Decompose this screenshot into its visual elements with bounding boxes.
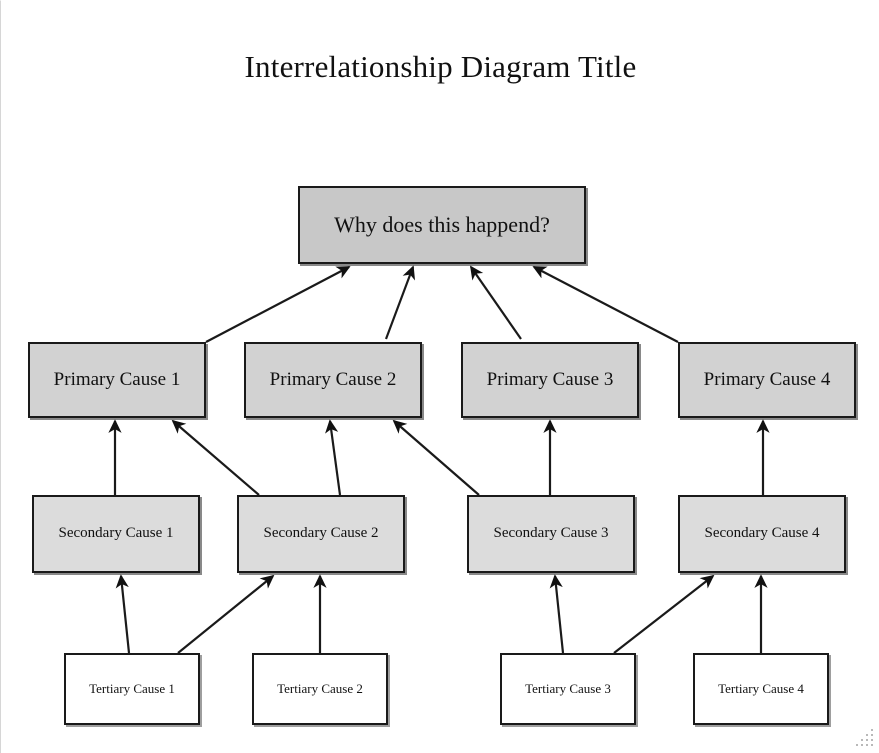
arrow-p1-to-root bbox=[205, 266, 351, 343]
node-s3[interactable]: Secondary Cause 3 bbox=[467, 495, 635, 573]
arrow-s3-to-p2 bbox=[392, 419, 480, 496]
arrow-s2-to-p2 bbox=[325, 419, 342, 496]
node-s2[interactable]: Secondary Cause 2 bbox=[237, 495, 405, 573]
node-label-p2: Primary Cause 2 bbox=[269, 369, 397, 391]
node-t3[interactable]: Tertiary Cause 3 bbox=[500, 653, 636, 725]
arrow-p3-to-root bbox=[469, 265, 522, 340]
node-p1[interactable]: Primary Cause 1 bbox=[28, 342, 206, 418]
resize-grip-icon[interactable] bbox=[851, 725, 877, 751]
node-p4[interactable]: Primary Cause 4 bbox=[678, 342, 856, 418]
arrow-p4-to-root bbox=[532, 266, 679, 343]
node-label-s3: Secondary Cause 3 bbox=[493, 525, 609, 542]
node-label-s2: Secondary Cause 2 bbox=[263, 525, 379, 542]
node-label-s1: Secondary Cause 1 bbox=[58, 525, 174, 542]
node-label-p1: Primary Cause 1 bbox=[53, 369, 181, 391]
node-label-s4: Secondary Cause 4 bbox=[704, 525, 820, 542]
node-label-t3: Tertiary Cause 3 bbox=[525, 680, 611, 696]
arrow-p2-to-root bbox=[384, 265, 416, 340]
node-t1[interactable]: Tertiary Cause 1 bbox=[64, 653, 200, 725]
node-root[interactable]: Why does this happend? bbox=[298, 186, 586, 264]
node-label-t2: Tertiary Cause 2 bbox=[277, 680, 363, 696]
node-label-t1: Tertiary Cause 1 bbox=[89, 680, 175, 696]
node-label-t4: Tertiary Cause 4 bbox=[718, 680, 804, 696]
node-label-p3: Primary Cause 3 bbox=[486, 369, 614, 391]
node-p2[interactable]: Primary Cause 2 bbox=[244, 342, 422, 418]
node-s4[interactable]: Secondary Cause 4 bbox=[678, 495, 846, 573]
node-p3[interactable]: Primary Cause 3 bbox=[461, 342, 639, 418]
node-t4[interactable]: Tertiary Cause 4 bbox=[693, 653, 829, 725]
node-label-root: Why does this happend? bbox=[334, 212, 550, 238]
arrow-t3-to-s4 bbox=[613, 574, 715, 654]
arrow-s2-to-p1 bbox=[171, 419, 260, 496]
arrow-t3-to-s3 bbox=[549, 574, 565, 654]
arrow-t1-to-s1 bbox=[115, 574, 131, 654]
arrow-t1-to-s2 bbox=[177, 574, 275, 654]
node-label-p4: Primary Cause 4 bbox=[703, 369, 831, 391]
node-s1[interactable]: Secondary Cause 1 bbox=[32, 495, 200, 573]
page-title: Interrelationship Diagram Title bbox=[244, 49, 637, 84]
node-t2[interactable]: Tertiary Cause 2 bbox=[252, 653, 388, 725]
